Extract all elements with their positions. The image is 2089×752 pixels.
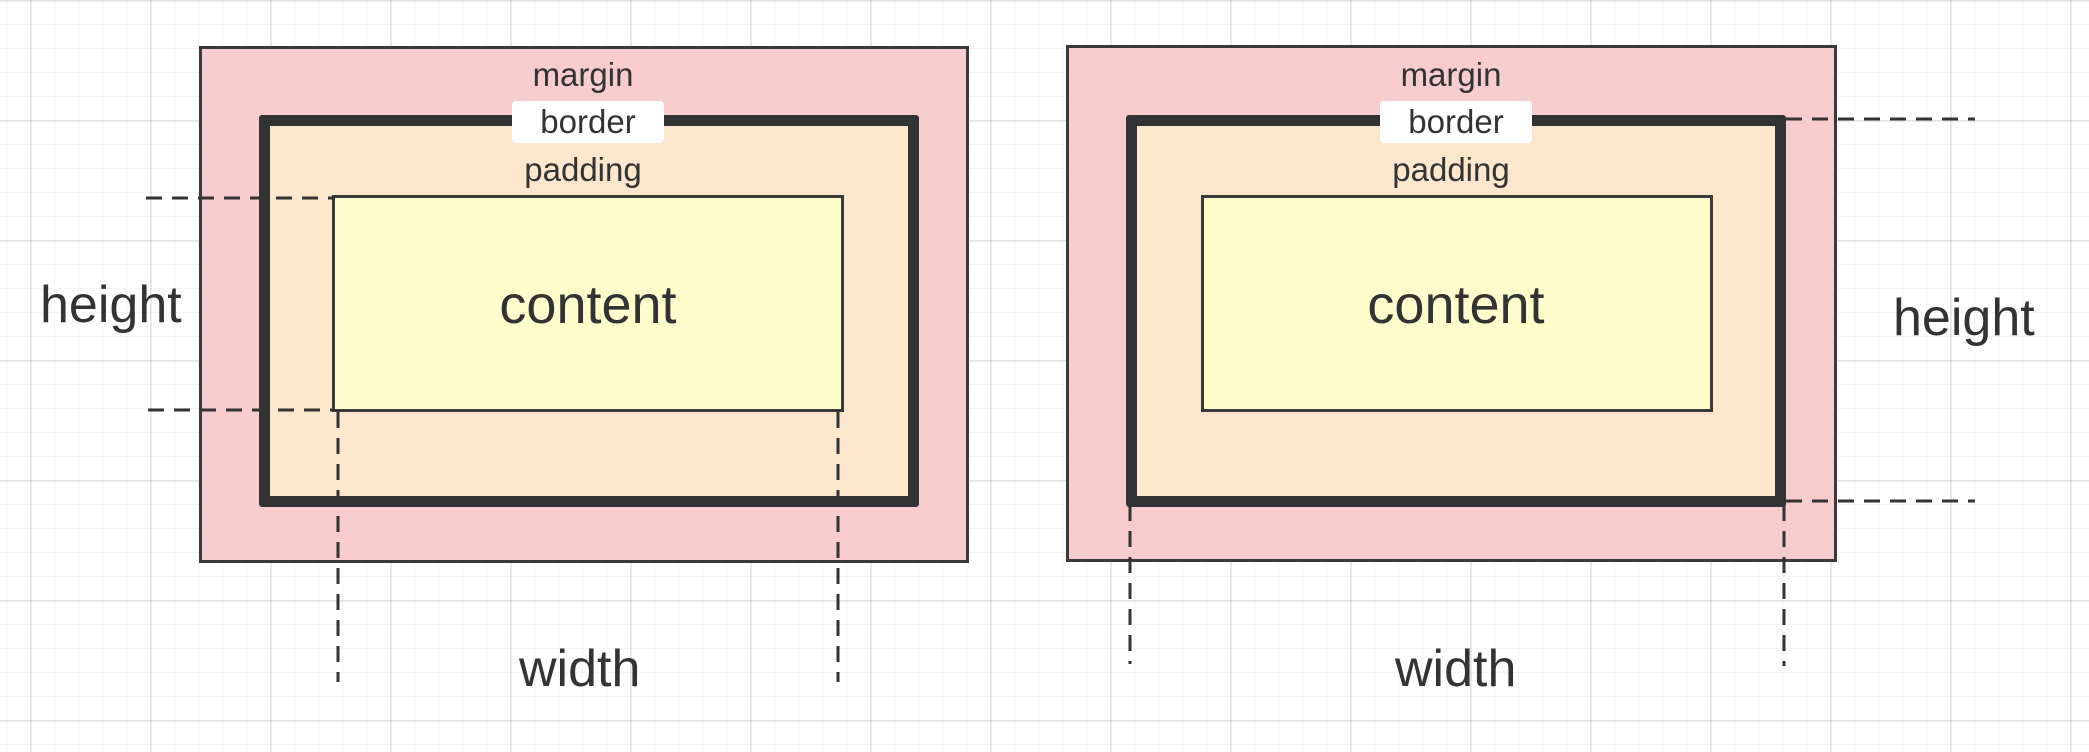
border-label: border: [512, 101, 664, 143]
content-label: content: [499, 275, 677, 335]
width-label: width: [1395, 640, 1517, 698]
padding-label: padding: [524, 151, 642, 188]
border-label: border: [1380, 101, 1532, 143]
margin-label: margin: [532, 56, 634, 93]
padding-label: padding: [1392, 151, 1510, 188]
width-label: width: [519, 640, 641, 698]
height-label: height: [1893, 289, 2035, 347]
content-area: [332, 195, 844, 412]
content-area: [1201, 195, 1713, 412]
content-label: content: [1367, 275, 1545, 335]
height-label: height: [40, 276, 182, 334]
margin-label: margin: [1400, 56, 1502, 93]
